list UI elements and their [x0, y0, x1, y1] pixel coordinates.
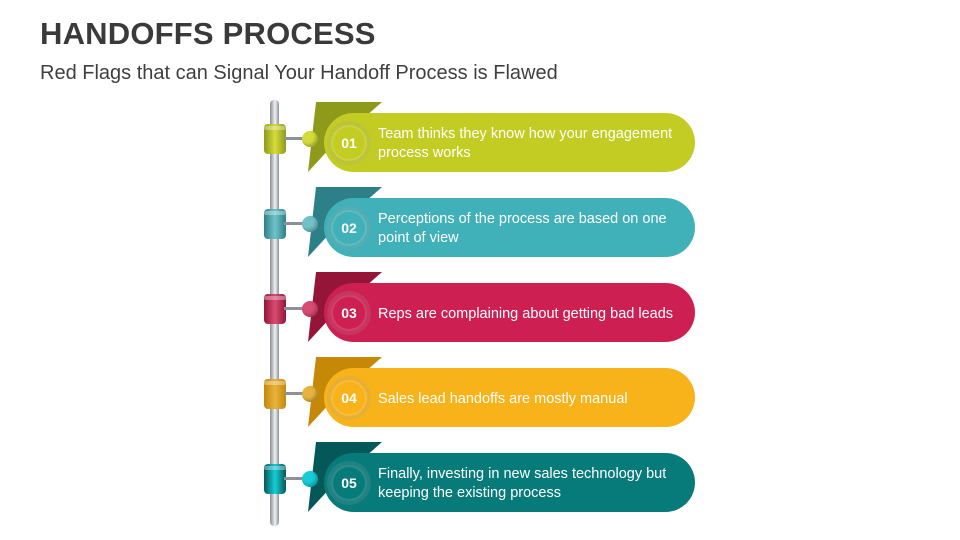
flag-fold — [308, 102, 382, 172]
step-text: Sales lead handoffs are mostly manual — [378, 390, 628, 407]
step-number: 04 — [331, 380, 367, 416]
step-text: Team thinks they know how your engagemen… — [378, 126, 673, 161]
step-number: 01 — [331, 125, 367, 161]
page-title: HANDOFFS PROCESS — [40, 16, 376, 51]
connector-dot — [302, 386, 318, 402]
flag-fold — [308, 272, 382, 342]
connector-dot — [302, 471, 318, 487]
connector-line — [284, 307, 310, 310]
step-item: 01 Team thinks they know how your engagem… — [260, 102, 700, 192]
step-number: 02 — [331, 210, 367, 246]
pole-clip — [264, 209, 286, 239]
step-pill — [324, 368, 695, 427]
connector-line — [284, 137, 310, 140]
connector-dot — [302, 301, 318, 317]
step-item: 03 Reps are complaining about getting bad… — [260, 272, 700, 362]
flag-fold — [308, 357, 382, 427]
step-number: 05 — [331, 465, 367, 501]
flag-fold — [308, 187, 382, 257]
step-text: Reps are complaining about getting bad l… — [378, 305, 674, 322]
pole-clip — [264, 464, 286, 494]
step-item: 04 Sales lead handoffs are mostly manual — [260, 357, 700, 447]
connector-line — [284, 477, 310, 480]
pole-clip — [264, 379, 286, 409]
step-pill — [324, 453, 695, 512]
connector-dot — [302, 131, 318, 147]
step-text: Perceptions of the process are based on … — [378, 211, 667, 246]
step-item: 05 Finally, investing in new sales techno… — [260, 442, 700, 532]
page-subtitle: Red Flags that can Signal Your Handoff P… — [40, 62, 558, 84]
step-item: 02 Perceptions of the process are based o… — [260, 187, 700, 277]
step-pill — [324, 283, 695, 342]
step-pill — [324, 198, 695, 257]
step-pill — [324, 113, 695, 172]
pole-clip — [264, 124, 286, 154]
connector-dot — [302, 216, 318, 232]
step-number: 03 — [331, 295, 367, 331]
connector-line — [284, 222, 310, 225]
flag-fold — [308, 442, 382, 512]
connector-line — [284, 392, 310, 395]
pole-clip — [264, 294, 286, 324]
step-text: Finally, investing in new sales technolo… — [378, 466, 667, 501]
